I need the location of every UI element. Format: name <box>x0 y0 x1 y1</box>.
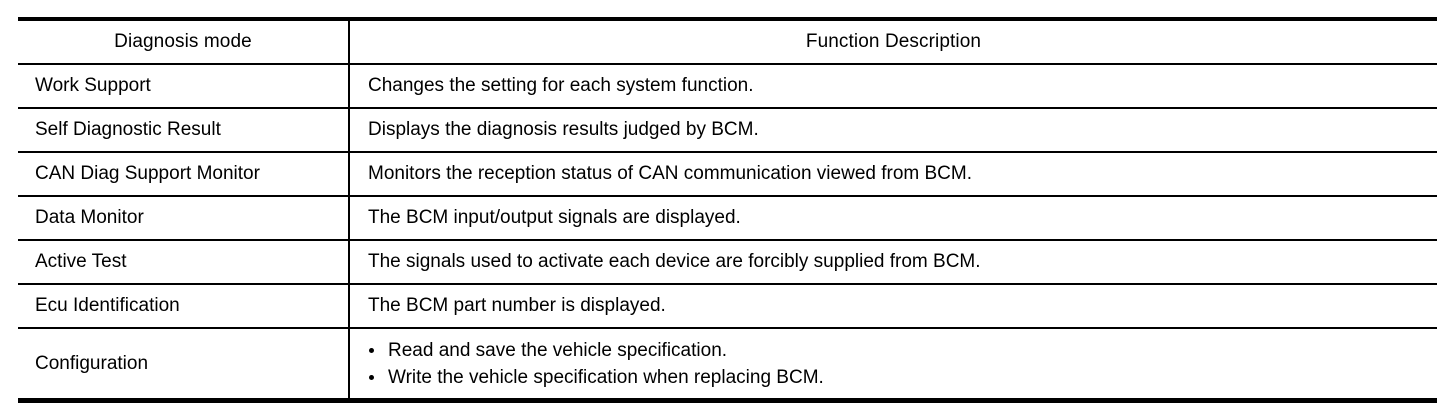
table-row: Active Test The signals used to activate… <box>18 239 1437 284</box>
column-header-function-description: Function Description <box>349 17 1437 64</box>
list-item: Write the vehicle specification when rep… <box>368 364 1437 391</box>
bullet-dot-icon <box>369 347 374 353</box>
table-header-row: Diagnosis mode Function Description <box>18 17 1437 64</box>
table-row: Data Monitor The BCM input/output signal… <box>18 195 1437 240</box>
table-row: Work Support Changes the setting for eac… <box>18 63 1437 108</box>
cell-function-description: Changes the setting for each system func… <box>349 63 1437 108</box>
cell-diagnosis-mode: Configuration <box>18 327 350 403</box>
list-item: Read and save the vehicle specification. <box>368 337 1437 364</box>
cell-function-description: Displays the diagnosis results judged by… <box>349 107 1437 152</box>
list-item-label: Write the vehicle specification when rep… <box>388 366 824 388</box>
cell-diagnosis-mode: CAN Diag Support Monitor <box>18 151 350 196</box>
cell-function-description: The BCM input/output signals are display… <box>349 195 1437 240</box>
table-header: Diagnosis mode Function Description <box>18 17 1437 64</box>
cell-diagnosis-mode: Self Diagnostic Result <box>18 107 350 152</box>
bullet-dot-icon <box>369 374 374 380</box>
table-row: Configuration Read and save the vehicle … <box>18 327 1437 403</box>
cell-diagnosis-mode: Data Monitor <box>18 195 350 240</box>
cell-diagnosis-mode: Work Support <box>18 63 350 108</box>
table-row: Ecu Identification The BCM part number i… <box>18 283 1437 328</box>
cell-diagnosis-mode: Ecu Identification <box>18 283 350 328</box>
table-body: Work Support Changes the setting for eac… <box>18 63 1437 403</box>
list-item-label: Read and save the vehicle specification. <box>388 339 728 361</box>
table-row: CAN Diag Support Monitor Monitors the re… <box>18 151 1437 196</box>
diagnosis-mode-function-description-table: Diagnosis mode Function Description Work… <box>18 17 1437 403</box>
column-header-diagnosis-mode: Diagnosis mode <box>18 17 350 64</box>
table-row: Self Diagnostic Result Displays the diag… <box>18 107 1437 152</box>
cell-function-description: The signals used to activate each device… <box>349 239 1437 284</box>
cell-function-description: The BCM part number is displayed. <box>349 283 1437 328</box>
bullet-list: Read and save the vehicle specification.… <box>368 337 1437 391</box>
cell-function-description: Monitors the reception status of CAN com… <box>349 151 1437 196</box>
cell-function-description: Read and save the vehicle specification.… <box>349 327 1437 403</box>
cell-diagnosis-mode: Active Test <box>18 239 350 284</box>
